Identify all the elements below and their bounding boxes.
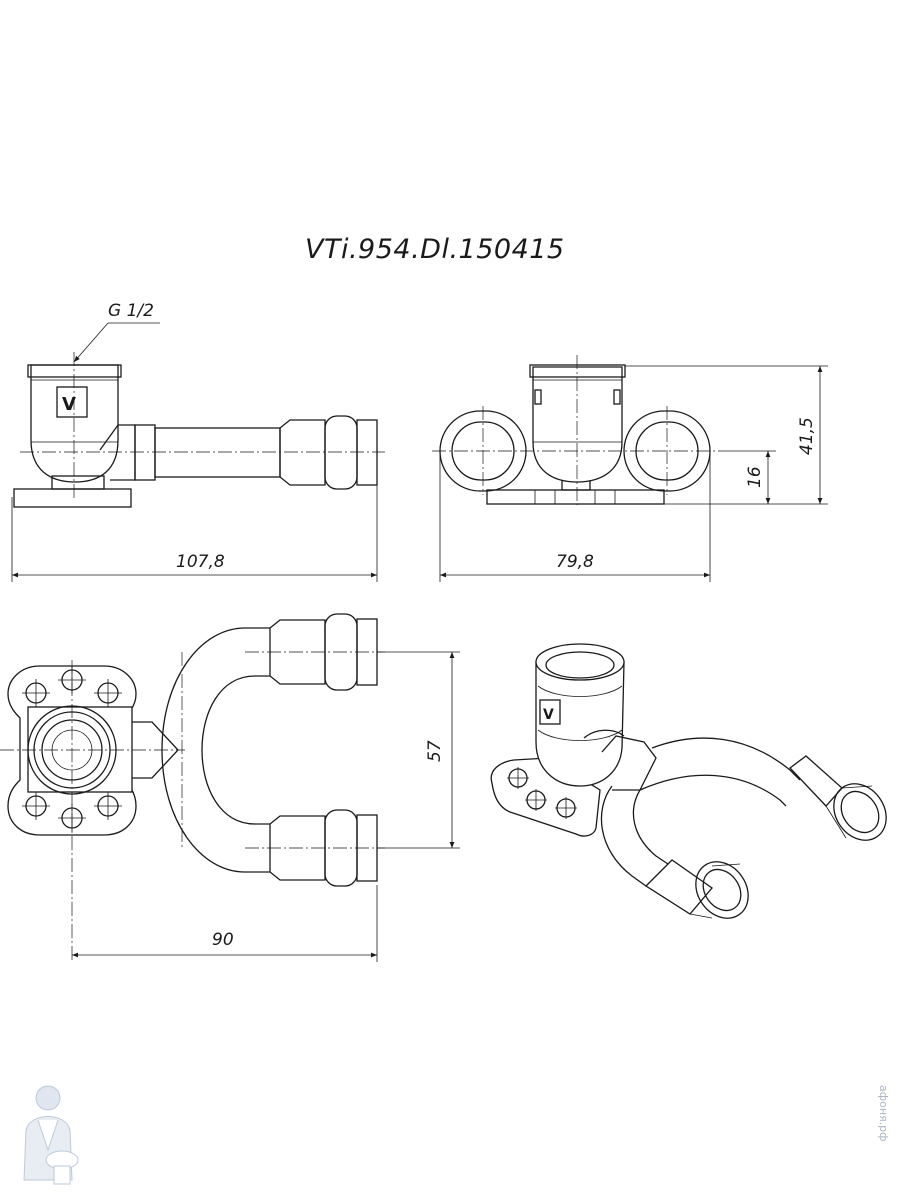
- mascot-logo: [23, 1085, 79, 1185]
- dim-width: 79,8: [556, 552, 594, 572]
- top-view: 57 90: [0, 613, 460, 962]
- drawing-title: VTi.954.Dl.150415: [305, 234, 565, 265]
- dim-spacing: 57: [425, 740, 445, 762]
- svg-text:V: V: [62, 394, 76, 415]
- thread-label: G 1/2: [108, 301, 154, 321]
- dim-depth: 90: [212, 930, 234, 950]
- dim-axis-height: 16: [745, 466, 765, 488]
- front-view: G 1/2 V 107,8: [11, 301, 385, 582]
- svg-text:V: V: [543, 707, 554, 723]
- watermark-text: афоня.рф: [877, 1085, 890, 1142]
- dim-height: 41,5: [797, 417, 817, 455]
- dim-length: 107,8: [176, 552, 225, 572]
- side-view: 79,8 41,5 16: [432, 355, 828, 582]
- isometric-view: V: [490, 643, 887, 919]
